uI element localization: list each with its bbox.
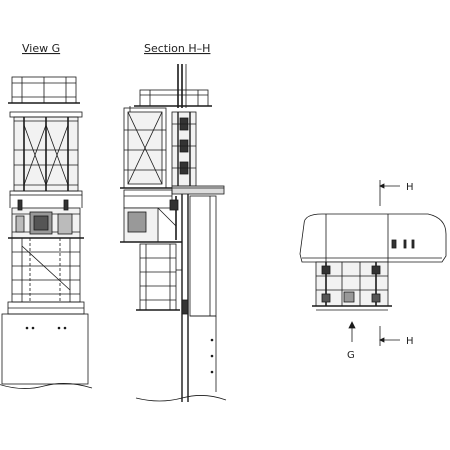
section-hh-title: Section H–H — [144, 42, 210, 55]
view-g-title: View G — [22, 42, 60, 55]
section-hh-drawing: Section H–H — [120, 42, 227, 402]
canopy-outline — [299, 213, 447, 263]
section-mark-bottom: H — [406, 336, 414, 347]
key-view-drawing: H G H — [299, 180, 447, 361]
view-arrow-label: G — [347, 350, 355, 361]
view-g-drawing: View G — [0, 42, 93, 389]
view-arrow-head — [348, 321, 356, 329]
section-mark-top: H — [406, 182, 414, 193]
